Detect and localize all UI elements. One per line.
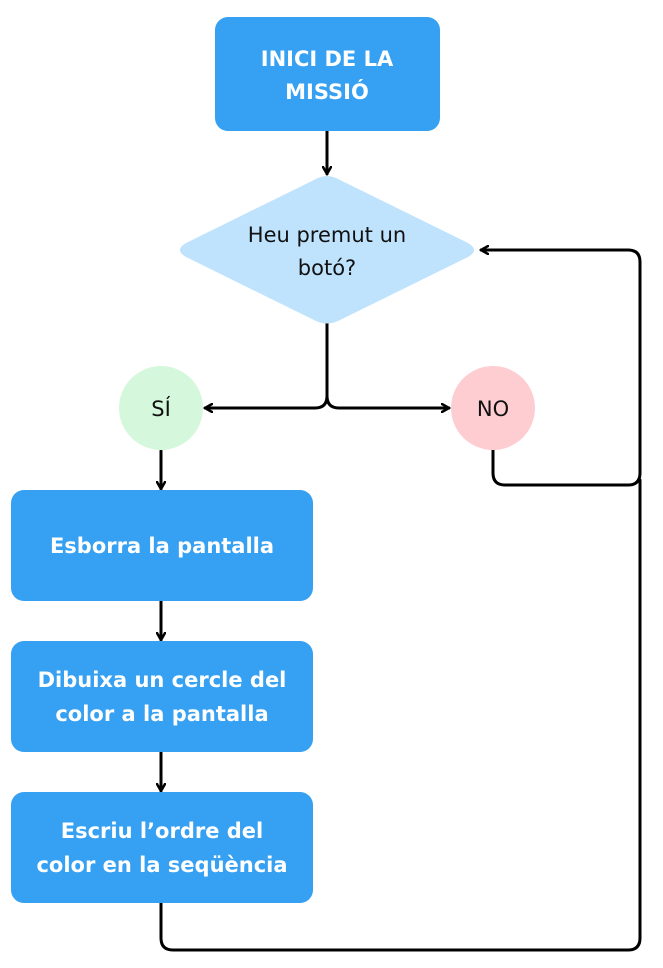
decision-node: Heu premut un botó? [180,176,474,324]
arrow-decision-to-no [325,394,451,408]
arrow-decision-to-yes [203,321,329,408]
loop-no-to-decision [479,250,642,487]
step2-label-line2: color a la pantalla [55,702,268,726]
step-draw-circle: Dibuixa un cercle del color a la pantall… [11,641,313,752]
step3-label-line1: Escriu l’ordre del [61,819,263,843]
step-clear-screen: Esborra la pantalla [11,490,313,601]
start-label-line1: INICI DE LA [261,47,394,71]
step1-label: Esborra la pantalla [50,534,274,558]
start-node: INICI DE LA MISSIÓ [215,17,440,131]
no-label: NO [477,397,509,421]
decision-label-line1: Heu premut un [248,223,406,247]
yes-label: SÍ [151,396,171,421]
yes-node: SÍ [119,366,203,450]
step-write-order: Escriu l’ordre del color en la seqüència [11,792,313,903]
step3-label-line2: color en la seqüència [36,853,287,877]
loop-step3-to-decision [159,478,642,952]
no-node: NO [451,366,535,450]
start-label-line2: MISSIÓ [285,79,369,104]
decision-label-line2: botó? [298,256,356,280]
step2-label-line1: Dibuixa un cercle del [38,668,287,692]
